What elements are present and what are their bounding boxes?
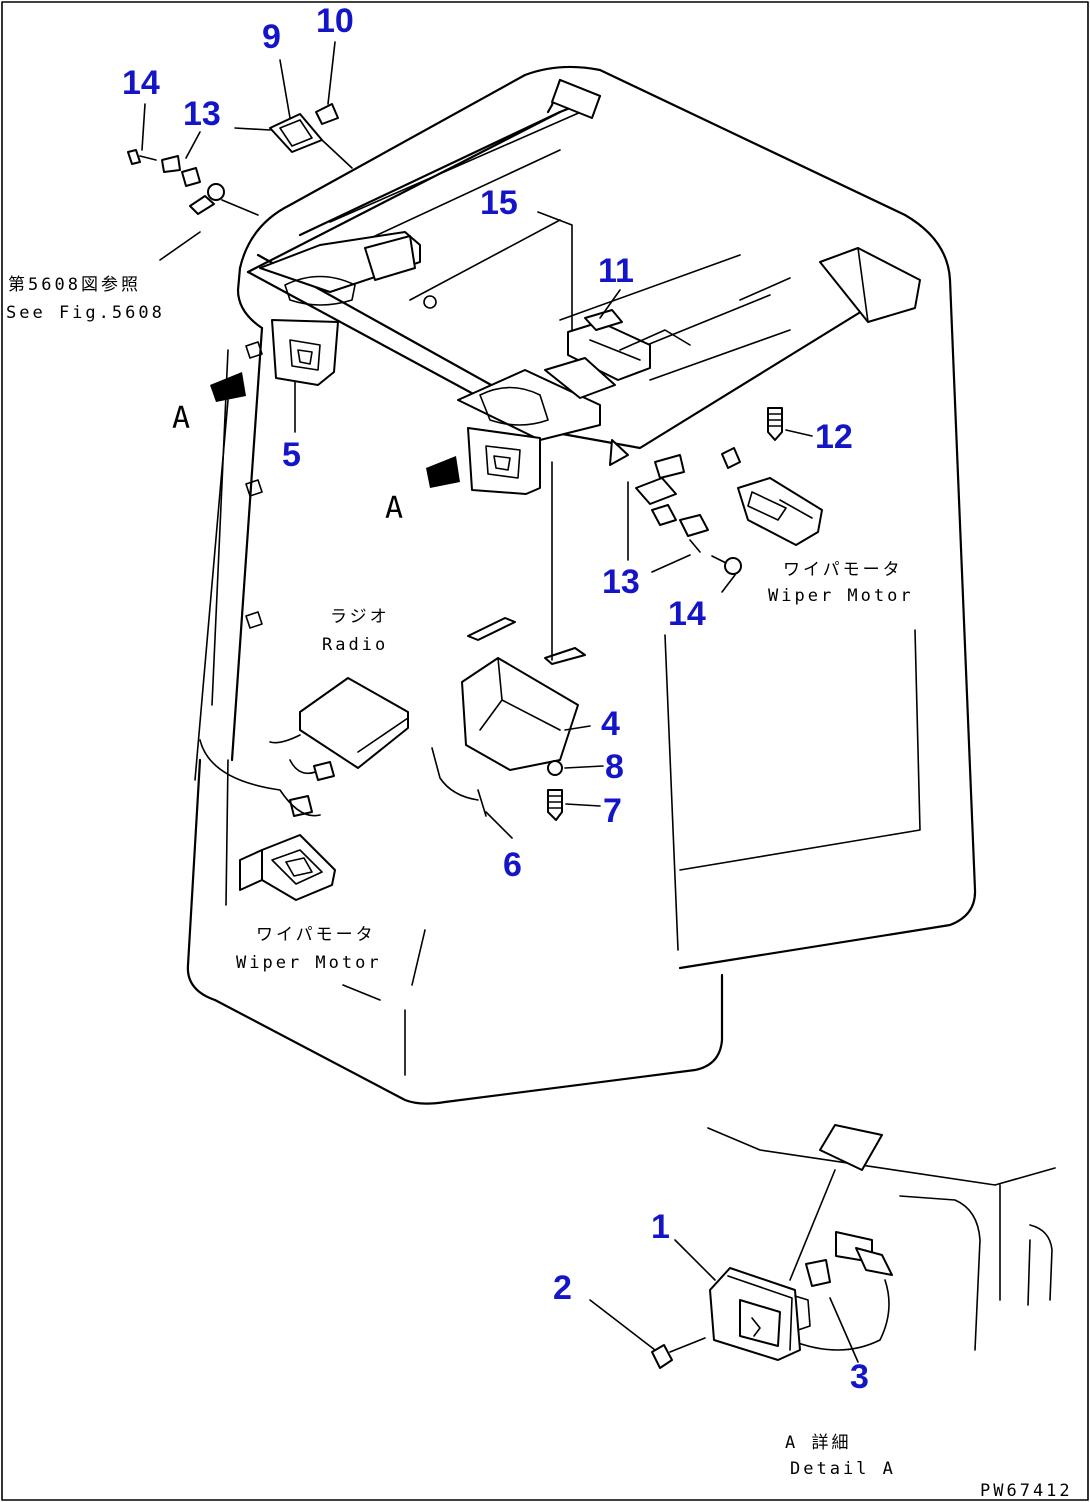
callout-5: 5 (282, 436, 301, 474)
wiper-label-left-jp: ワイパモータ (256, 925, 376, 945)
callout-1: 1 (651, 1208, 670, 1246)
callout-14a: 14 (122, 64, 160, 102)
callout-9: 9 (262, 18, 281, 56)
cab-outline (186, 65, 977, 1105)
radio-label-en: Radio (322, 635, 388, 655)
annotations: 第5608図参照 See Fig.5608 ラジオ Radio ワイパモータ W… (6, 275, 1073, 1501)
callout-7: 7 (603, 792, 622, 830)
view-arrow-center (426, 456, 460, 488)
callout-6: 6 (503, 846, 522, 884)
view-arrow-left (194, 372, 246, 781)
speaker-housing (431, 617, 586, 821)
callout-11: 11 (598, 252, 634, 290)
callout-15: 15 (480, 184, 518, 222)
wiper-label-right-jp: ワイパモータ (783, 560, 903, 580)
wiper-label-right-en: Wiper Motor (768, 586, 914, 606)
callout-8: 8 (605, 748, 624, 786)
callout-12: 12 (815, 418, 853, 456)
wiper-motor-right (635, 407, 823, 575)
callout-14b: 14 (668, 595, 706, 633)
wiper-label-left-en: Wiper Motor (236, 953, 382, 973)
radio (199, 677, 409, 817)
callout-labels: 1 2 3 4 5 6 7 8 9 10 11 12 13 13 14 14 1… (122, 2, 869, 1396)
callout-2: 2 (553, 1269, 572, 1307)
callout-10: 10 (316, 2, 354, 40)
speaker-boxes (271, 319, 541, 495)
radio-label-jp: ラジオ (330, 607, 390, 627)
see-fig-jp: 第5608図参照 (8, 275, 141, 295)
top-left-hardware (127, 103, 353, 216)
callout-3: 3 (850, 1358, 869, 1396)
detail-a-jp: A 詳細 (785, 1433, 851, 1453)
detail-a (651, 1124, 1056, 1369)
side-clips (245, 341, 263, 629)
view-a-left: A (172, 401, 190, 436)
see-fig-en: See Fig.5608 (6, 303, 165, 323)
drawing-number: PW67412 (980, 1481, 1073, 1501)
roof-console (246, 78, 921, 466)
callout-13a: 13 (183, 95, 221, 133)
wiper-motor-left (239, 834, 336, 901)
detail-a-en: Detail A (790, 1459, 896, 1479)
leader-lines (141, 41, 859, 1363)
callout-13b: 13 (602, 563, 640, 601)
view-a-center: A (385, 491, 403, 526)
callout-4: 4 (601, 705, 620, 743)
